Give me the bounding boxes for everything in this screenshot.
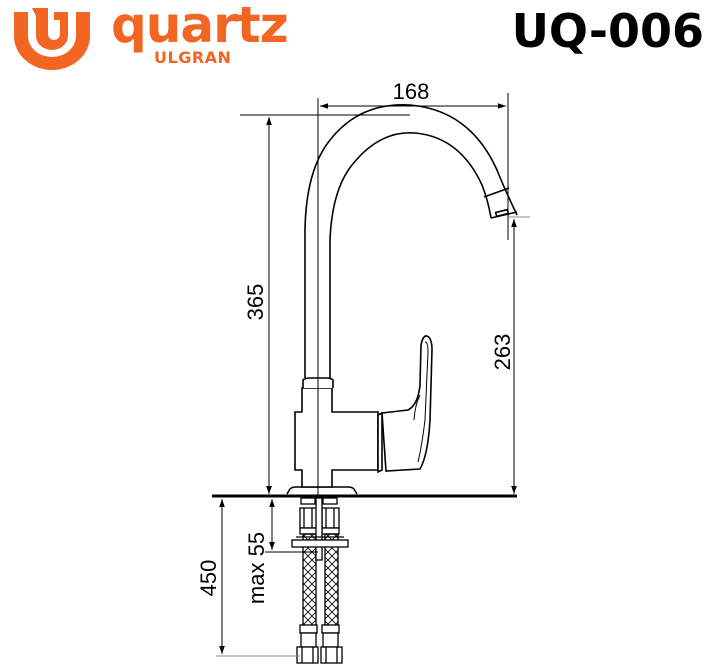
supply-hoses xyxy=(291,497,349,664)
dimension-label-365: 365 xyxy=(243,284,268,321)
model-number: UQ-006 xyxy=(511,4,704,58)
dimension-spout-reach: 168 xyxy=(317,79,509,496)
brand-name: quartz xyxy=(111,0,289,54)
dimension-label-263: 263 xyxy=(490,334,515,371)
ulgran-u-logo-icon xyxy=(14,8,90,70)
dimension-label-450: 450 xyxy=(196,560,221,597)
dimension-max-countertop: max 55 xyxy=(244,480,318,604)
dimension-outlet-height: 263 xyxy=(490,216,530,494)
brand-logo: quartz ULGRAN xyxy=(8,0,289,72)
brand-subtitle: ULGRAN xyxy=(154,48,232,67)
base-plate xyxy=(286,486,358,495)
dimension-total-height: 365 xyxy=(240,114,410,494)
lever-handle xyxy=(377,335,433,474)
dimension-hose-length: 450 xyxy=(196,499,300,657)
dimension-label-max55: max 55 xyxy=(244,532,269,604)
dimension-label-168: 168 xyxy=(393,79,430,104)
